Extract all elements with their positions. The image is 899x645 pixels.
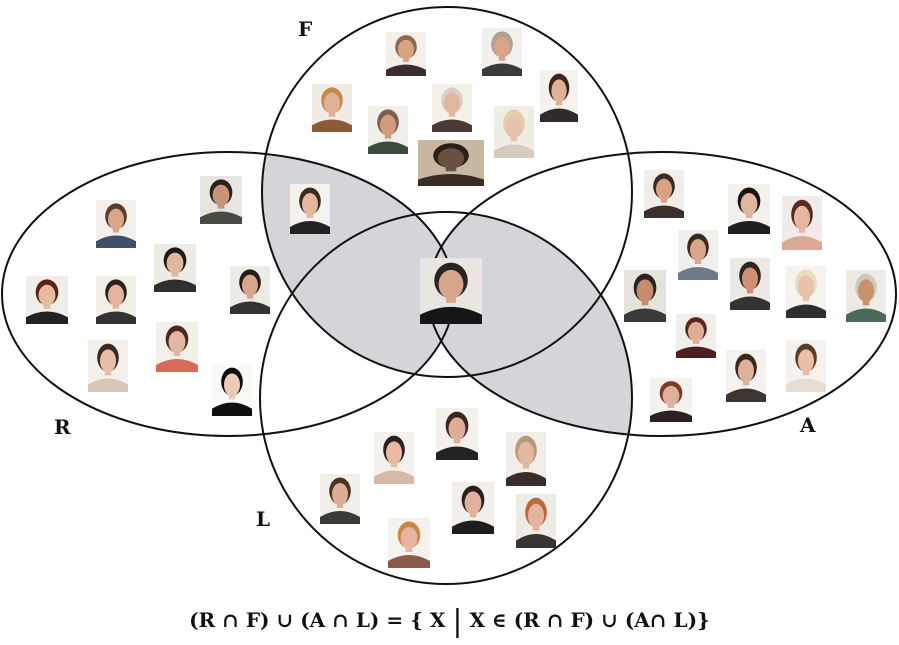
portrait-photo (156, 322, 198, 372)
portrait-photo (386, 32, 426, 76)
portrait-photo (200, 176, 242, 224)
portrait-photo (26, 276, 68, 324)
portrait-photo (388, 518, 430, 568)
portrait-photos (26, 28, 886, 568)
portrait-photo (494, 106, 534, 158)
set-l-outline (259, 211, 633, 585)
portrait-photo (678, 230, 718, 280)
portrait-photo (726, 350, 766, 402)
set-label-l: L (256, 507, 270, 531)
portrait-photo (782, 196, 822, 250)
portrait-photo (644, 170, 684, 218)
portrait-photo (312, 84, 352, 132)
portrait-photo (320, 474, 360, 524)
portrait-photo (540, 70, 578, 122)
portrait-photo (482, 28, 522, 76)
portrait-photo (624, 270, 666, 322)
portrait-photo (230, 266, 270, 314)
portrait-photo (506, 432, 546, 486)
portrait-photo (96, 276, 136, 324)
portrait-photo (88, 340, 128, 392)
portrait-photo (452, 482, 494, 534)
portrait-photo (676, 314, 716, 358)
portrait-photo (728, 184, 770, 234)
set-label-r: R (54, 415, 71, 439)
portrait-photo (290, 184, 330, 234)
set-formula: (R ∩ F) ∪ (A ∩ L) = { X | X ∈ (R ∩ F) ∪ … (0, 604, 899, 639)
portrait-photo (418, 140, 484, 186)
portrait-photo (96, 200, 136, 248)
formula-bar: | (452, 604, 463, 639)
portrait-photo (786, 266, 826, 318)
portrait-photo (212, 364, 252, 416)
set-label-a: A (799, 413, 816, 437)
portrait-photo (420, 258, 482, 324)
portrait-photo (154, 244, 196, 292)
formula-lhs: (R ∩ F) ∪ (A ∩ L) = { X (189, 608, 446, 632)
set-f-outline (261, 6, 633, 378)
portrait-photo (436, 408, 478, 460)
formula-rhs: X ∈ (R ∩ F) ∪ (A∩ L)} (469, 608, 710, 632)
portrait-photo (516, 494, 556, 548)
portrait-photo (368, 106, 408, 154)
portrait-photo (846, 270, 886, 322)
portrait-photo (650, 378, 692, 422)
set-label-f: F (298, 17, 312, 41)
portrait-photo (786, 340, 826, 392)
portrait-photo (730, 258, 770, 310)
portrait-photo (374, 432, 414, 484)
portrait-photo (432, 84, 472, 132)
